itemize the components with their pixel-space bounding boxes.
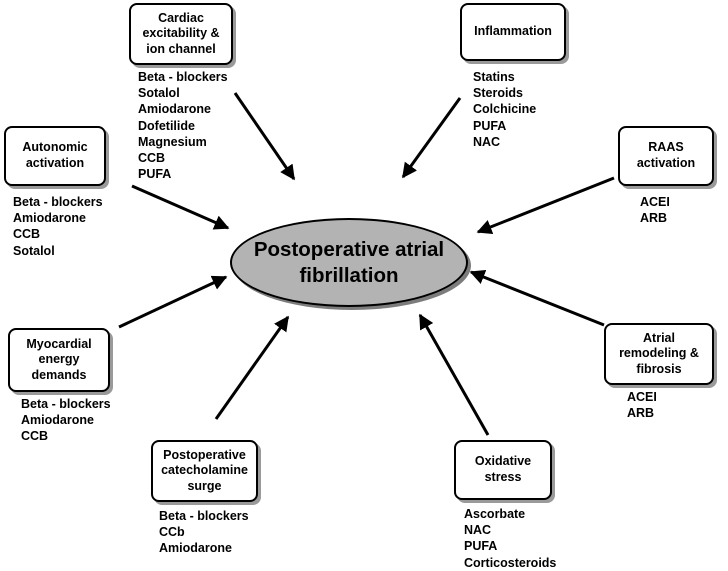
treatment-item: Beta - blockers xyxy=(138,70,228,84)
treatment-item: ARB xyxy=(640,211,668,226)
arrow-raas xyxy=(476,176,615,234)
treatment-item: CCB xyxy=(138,151,166,166)
treatments-atrial-remodeling-fibrosis: ACEI ARB xyxy=(627,389,657,421)
treatment-item: Amiodarone xyxy=(138,102,211,117)
treatment-item: ACEI xyxy=(627,390,657,404)
treatment-item: Colchicine xyxy=(473,102,537,117)
treatments-cardiac-excitability: Beta - blockers Sotalol Amiodarone Dofet… xyxy=(138,69,228,182)
factor-raas-activation: RAAS activation xyxy=(618,126,714,186)
factor-catecholamine-surge: Postoperative catecholamine surge xyxy=(151,440,258,502)
arrow-cardiac xyxy=(233,92,296,181)
arrow-catecholamine xyxy=(214,315,290,420)
factor-label: Cardiac excitability & ion channel xyxy=(142,10,220,56)
factor-label: Atrial remodeling & fibrosis xyxy=(619,330,699,376)
treatment-item: Amiodarone xyxy=(159,541,232,556)
treatment-item: Magnesium xyxy=(138,134,207,149)
treatment-item: ARB xyxy=(627,406,655,421)
treatment-item: NAC xyxy=(473,134,501,149)
treatment-item: ACEI xyxy=(640,195,670,209)
treatment-item: CCb xyxy=(159,525,185,540)
arrow-inflammation xyxy=(401,97,462,179)
treatment-item: CCB xyxy=(13,227,41,242)
treatment-item: Corticosteroids xyxy=(464,555,557,570)
factor-atrial-remodeling-fibrosis: Atrial remodeling & fibrosis xyxy=(604,323,714,385)
factor-label: Inflammation xyxy=(474,24,552,39)
treatment-item: Amiodarone xyxy=(21,413,94,428)
treatments-inflammation: Statins Steroids Colchicine PUFA NAC xyxy=(473,69,536,150)
factor-autonomic-activation: Autonomic activation xyxy=(4,126,106,186)
treatment-item: Dofetilide xyxy=(138,118,195,133)
arrow-atrial xyxy=(469,270,605,327)
factor-oxidative-stress: Oxidative stress xyxy=(454,440,552,500)
treatment-item: Ascorbate xyxy=(464,507,526,521)
central-node: Postoperative atrial fibrillation xyxy=(230,218,468,307)
factor-label: Myocardial energy demands xyxy=(26,336,92,382)
treatment-item: Steroids xyxy=(473,86,524,101)
treatment-item: Beta - blockers xyxy=(159,509,249,523)
factor-label: RAAS activation xyxy=(636,140,696,170)
treatments-catecholamine-surge: Beta - blockers CCb Amiodarone xyxy=(159,508,249,557)
factor-label: Postoperative catecholamine surge xyxy=(161,447,248,493)
treatment-item: Sotalol xyxy=(138,86,180,101)
treatments-autonomic-activation: Beta - blockers Amiodarone CCB Sotalol xyxy=(13,194,103,259)
central-node-title: Postoperative atrial fibrillation xyxy=(253,237,445,287)
treatment-item: Beta - blockers xyxy=(13,195,103,209)
treatments-myocardial-energy-demands: Beta - blockers Amiodarone CCB xyxy=(21,396,111,445)
treatments-raas-activation: ACEI ARB xyxy=(640,194,670,226)
arrow-autonomic xyxy=(131,184,230,230)
factor-label: Autonomic activation xyxy=(22,140,88,170)
treatment-item: NAC xyxy=(464,523,492,538)
factor-myocardial-energy-demands: Myocardial energy demands xyxy=(8,328,110,392)
treatment-item: Sotalol xyxy=(13,243,55,258)
treatment-item: PUFA xyxy=(464,539,498,554)
treatment-item: Beta - blockers xyxy=(21,397,111,411)
treatment-item: PUFA xyxy=(473,118,507,133)
treatment-item: CCB xyxy=(21,429,49,444)
factor-label: Oxidative stress xyxy=(474,454,532,484)
treatments-oxidative-stress: Ascorbate NAC PUFA Corticosteroids xyxy=(464,506,556,571)
arrow-oxidative xyxy=(418,313,490,436)
factor-cardiac-excitability: Cardiac excitability & ion channel xyxy=(129,3,233,65)
factor-inflammation: Inflammation xyxy=(460,3,566,61)
treatment-item: Statins xyxy=(473,70,515,84)
treatment-item: PUFA xyxy=(138,167,172,182)
arrow-myocardial xyxy=(118,275,228,329)
treatment-item: Amiodarone xyxy=(13,211,86,226)
